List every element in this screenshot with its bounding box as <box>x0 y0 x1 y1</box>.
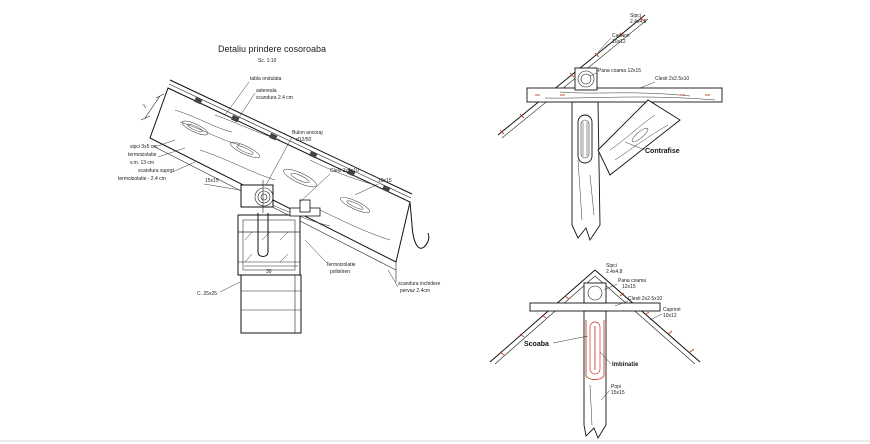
label-astereala: astereala <box>256 88 277 94</box>
strut-grain <box>609 114 669 161</box>
wood-grain <box>174 109 391 241</box>
label-tabla: tabla ondulata <box>250 76 282 82</box>
label-cleste-2: Clesti 2x2.5x10 <box>655 76 689 82</box>
detail-ridge-bottom: Sipci 2.4x4.8 Pana coama 12x15 Clesti 2x… <box>489 263 701 439</box>
label-imbinatie: Imbinatie <box>612 362 639 368</box>
label-sipci-dim-3: 2.4x4.8 <box>606 269 623 275</box>
detail-scale: Sc. 1:10 <box>258 58 277 64</box>
battens <box>194 96 391 193</box>
gutter-hook <box>409 201 430 249</box>
label-pana-dim-3: 12x15 <box>622 284 636 290</box>
label-capriori-3: Capriori <box>663 307 681 313</box>
label-contrafise: Contrafise <box>645 148 680 155</box>
label-scandura-inchidere: scandura inchidere <box>398 281 440 287</box>
label-capriori-2: Capriori <box>612 33 630 39</box>
label-scandura-dim: pervaz 2.4cm <box>400 288 430 294</box>
label-scandura-suport: scandura suport <box>138 168 174 174</box>
dimension-tick: 2 <box>140 93 165 121</box>
label-cleste: Clest 2x5x10 <box>330 168 359 174</box>
svg-text:30: 30 <box>266 269 272 275</box>
label-termoizolatie: termoizolatie <box>128 152 157 158</box>
label-bulon-dim: d12/50 <box>296 137 312 143</box>
detail-cosoroaba: Detaliu prindere cosoroaba Sc. 1:10 <box>118 44 440 334</box>
label-scoaba: Scoaba <box>524 341 549 348</box>
support-column: 30 <box>237 180 302 334</box>
label-vm: v.m. 13 cm <box>130 160 154 166</box>
label-cleste-3: Clesti 2x2.5x10 <box>628 296 662 302</box>
svg-text:2: 2 <box>142 103 149 109</box>
label-sipci-2: Sipci <box>630 13 641 19</box>
label-sipci-dim-2: 2.4x4.8 <box>630 19 647 25</box>
label-popi-dim: 15x15 <box>611 390 625 396</box>
label-scandura: scandura 2.4 cm <box>256 95 293 101</box>
detail-ridge-top: Sipci 2.4x4.8 Capriori 10x12 Pana coama … <box>497 13 723 242</box>
label-sipci: sipci 3x5 cm <box>130 144 158 150</box>
batten-ticks-2 <box>499 292 695 356</box>
annotation-labels: tabla ondulata astereala scandura 2.4 cm… <box>118 76 440 297</box>
label-capriori-dim-3: 10x12 <box>663 313 677 319</box>
label-pana-3: Pana coama <box>618 278 646 284</box>
label-10x15: 10x15 <box>378 178 392 184</box>
label-polistiren: polistiren <box>330 269 350 275</box>
rafter-wood <box>149 79 413 282</box>
label-termoizolatie-2: termoizolatie - 2.4 cm <box>118 176 166 182</box>
label-cosoroaba: C. 25x25 <box>197 291 217 297</box>
detail-title: Detaliu prindere cosoroaba <box>218 44 326 54</box>
collar-grain <box>535 91 716 101</box>
label-capriori-dim-2: 10x12 <box>612 39 626 45</box>
label-pana-2: Pana coama 12x15 <box>598 68 641 74</box>
label-termoizolatie-pal: Termoizolatie <box>326 262 356 268</box>
hatch <box>238 231 300 263</box>
label-sipci-3: Sipci <box>606 263 617 269</box>
label-15x15: 15x15 <box>205 178 219 184</box>
label-popi: Popi <box>611 384 621 390</box>
label-bulon: Bulon ancoraj <box>292 130 323 136</box>
